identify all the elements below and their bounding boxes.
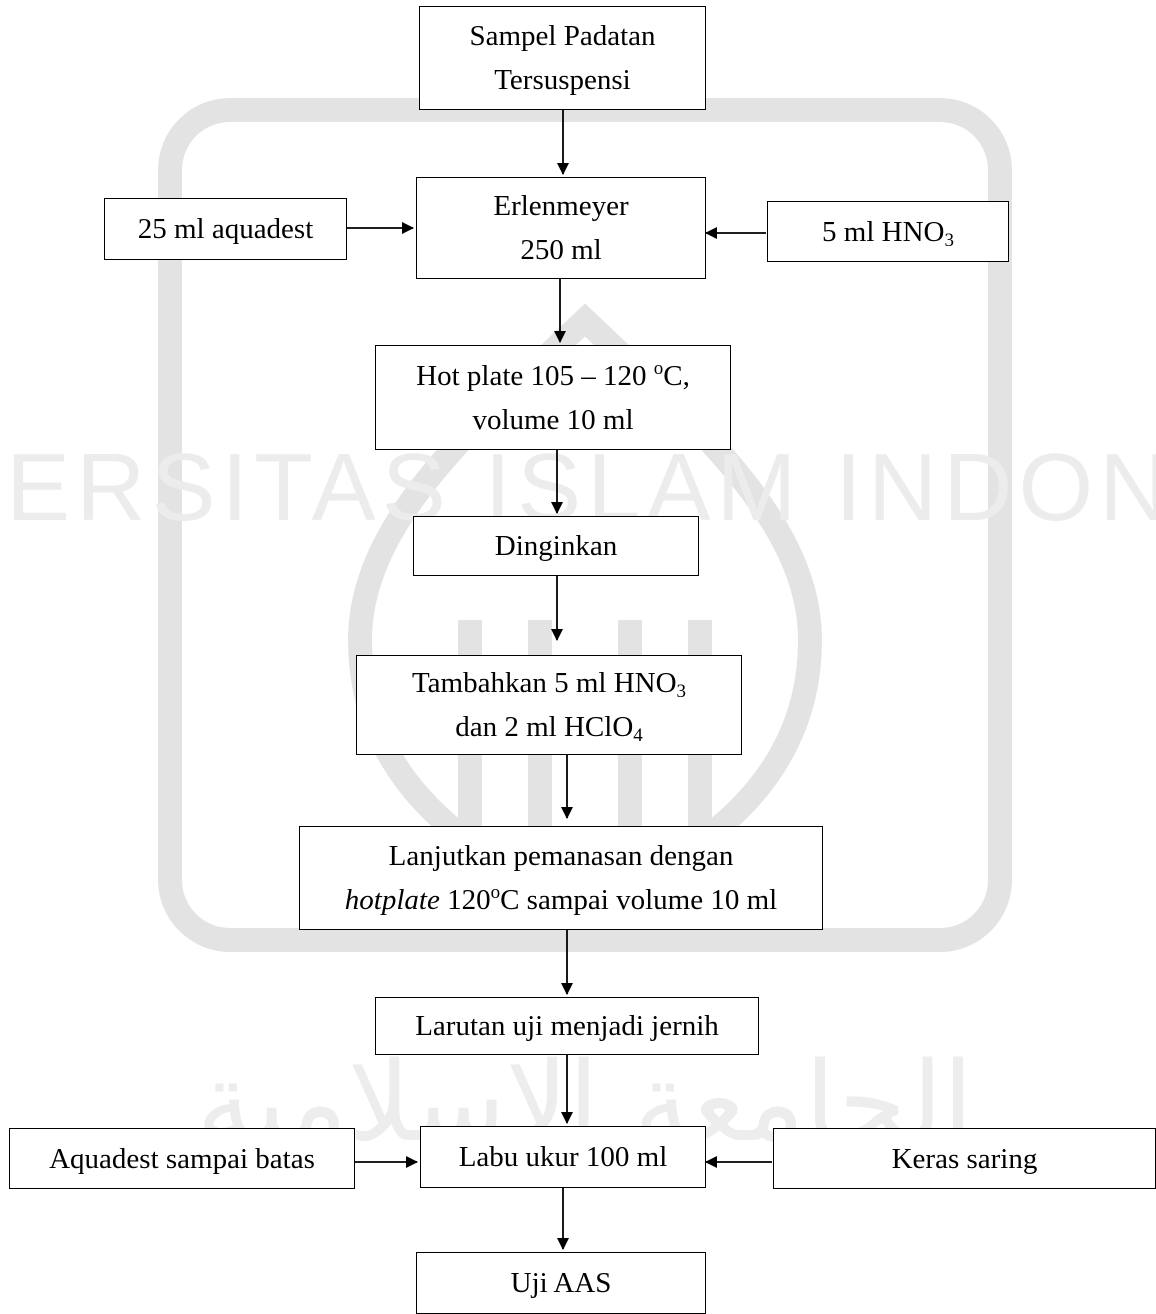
node-keras: Keras saring bbox=[773, 1128, 1156, 1189]
node-tambahkan-sub2: 4 bbox=[633, 725, 643, 746]
node-keras-text: Keras saring bbox=[891, 1142, 1038, 1175]
node-tambahkan-line2: dan 2 ml HClO bbox=[455, 711, 634, 743]
node-aquadest-batas: Aquadest sampai batas bbox=[9, 1128, 355, 1189]
node-tambahkan-line1: Tambahkan 5 ml HNO bbox=[411, 667, 677, 699]
node-larutan: Larutan uji menjadi jernih bbox=[375, 997, 759, 1055]
node-erlenmeyer: Erlenmeyer 250 ml bbox=[416, 177, 706, 279]
node-lanjutkan-line1: Lanjutkan pemanasan dengan bbox=[388, 840, 734, 872]
watermark-frame bbox=[158, 98, 1012, 952]
node-sampel: Sampel Padatan Tersuspensi bbox=[419, 6, 706, 110]
node-tambahkan-sub1: 3 bbox=[676, 681, 687, 702]
node-larutan-text: Larutan uji menjadi jernih bbox=[415, 1010, 719, 1042]
node-hotplate-suffix: C, bbox=[663, 359, 690, 392]
node-hno3: 5 ml HNO3 bbox=[767, 201, 1009, 262]
node-lanjutkan: Lanjutkan pemanasan dengan hotplate 120o… bbox=[299, 826, 823, 930]
node-uji-text: Uji AAS bbox=[510, 1267, 612, 1299]
node-sampel-line2: Tersuspensi bbox=[494, 64, 631, 96]
node-lanjutkan-mid: 120 bbox=[439, 884, 491, 916]
node-hotplate-sup: o bbox=[653, 357, 664, 379]
node-erlenmeyer-line1: Erlenmeyer bbox=[493, 190, 629, 222]
node-dinginkan-text: Dinginkan bbox=[494, 530, 618, 562]
node-lanjutkan-suffix: C sampai volume 10 ml bbox=[500, 884, 778, 916]
node-hotplate-prefix: Hot plate 105 – 120 bbox=[416, 359, 654, 392]
node-hotplate-line2: volume 10 ml bbox=[472, 403, 634, 436]
node-labu: Labu ukur 100 ml bbox=[420, 1126, 706, 1188]
node-sampel-line1: Sampel Padatan bbox=[469, 20, 656, 52]
node-tambahkan: Tambahkan 5 ml HNO3 dan 2 ml HClO4 bbox=[356, 655, 742, 755]
node-aquadest25: 25 ml aquadest bbox=[104, 198, 347, 260]
node-aquadest25-text: 25 ml aquadest bbox=[137, 213, 314, 245]
node-aquadest-batas-text: Aquadest sampai batas bbox=[49, 1142, 315, 1175]
node-hotplate: Hot plate 105 – 120 oC, volume 10 ml bbox=[375, 345, 731, 450]
node-hno3-sub: 3 bbox=[944, 229, 954, 251]
node-dinginkan: Dinginkan bbox=[413, 516, 699, 576]
node-erlenmeyer-line2: 250 ml bbox=[520, 234, 602, 266]
node-lanjutkan-italic: hotplate bbox=[344, 884, 440, 916]
node-labu-text: Labu ukur 100 ml bbox=[458, 1141, 668, 1173]
node-lanjutkan-sup: o bbox=[490, 882, 501, 903]
node-uji: Uji AAS bbox=[416, 1252, 706, 1314]
node-hno3-prefix: 5 ml HNO bbox=[822, 215, 945, 248]
